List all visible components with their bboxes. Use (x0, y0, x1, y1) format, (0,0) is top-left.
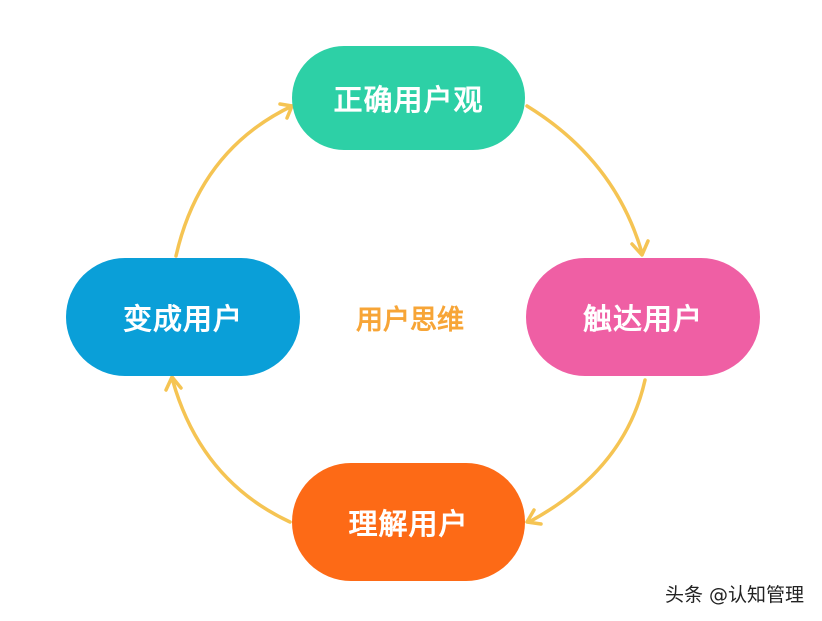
node-become-users: 变成用户 (66, 258, 300, 376)
arrow-right-to-bottom (527, 378, 647, 524)
watermark: 头条 @认知管理 (664, 584, 804, 606)
arrow-left-to-top (174, 104, 294, 258)
arrow-bottom-to-left (170, 376, 292, 524)
node-label: 触达用户 (582, 302, 703, 336)
node-label: 变成用户 (122, 302, 243, 336)
arrowhead-right (630, 239, 650, 257)
arrow-top-to-right (525, 104, 644, 255)
node-understand-users: 理解用户 (292, 463, 525, 581)
node-reach-users: 触达用户 (526, 258, 760, 376)
node-correct-user-view: 正确用户观 (292, 46, 525, 150)
arrowhead-bottom (525, 508, 543, 526)
node-label: 理解用户 (348, 507, 469, 541)
node-label: 正确用户观 (333, 83, 484, 117)
center-label: 用户思维 (356, 305, 464, 336)
arrowhead-left (164, 375, 183, 392)
